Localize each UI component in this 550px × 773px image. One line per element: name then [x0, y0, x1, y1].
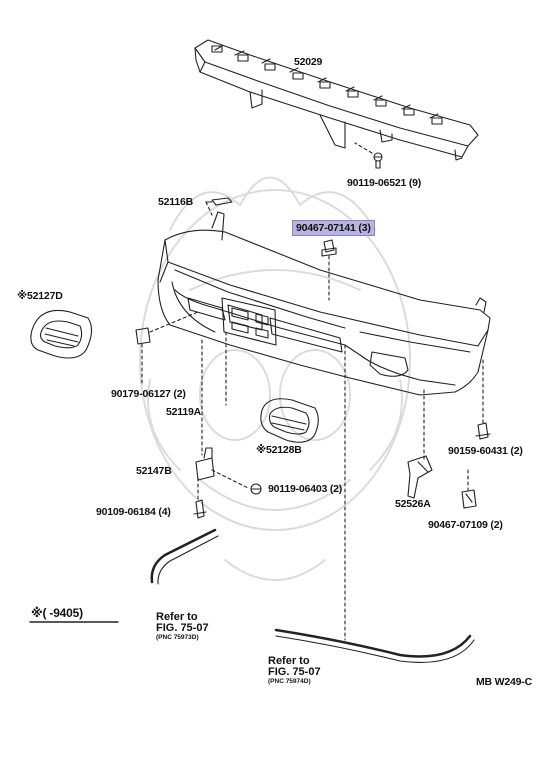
diagram-code: MB W249-C [476, 676, 532, 688]
reference-right-line1: Refer to [268, 655, 310, 667]
label-52127d: ※52127D [17, 290, 63, 302]
label-90467-07109: 90467-07109 (2) [428, 519, 503, 531]
bolt-90119-06521 [373, 152, 383, 169]
clip-90159-60431 [475, 422, 491, 440]
guide-lines [197, 331, 484, 641]
watermark-emblem [139, 176, 411, 581]
label-52029: 52029 [294, 56, 323, 68]
bumper-cover-52119a [157, 211, 491, 396]
bolt-90119-06403 [250, 483, 262, 495]
moulding-right-75974d [274, 628, 475, 663]
label-90179-06127: 90179-06127 (2) [111, 388, 186, 400]
label-52119a: 52119A [166, 406, 202, 418]
note-model-range: ※( -9405) [31, 606, 83, 620]
nut-90467-07141 [321, 239, 337, 301]
clip-52116b [205, 197, 233, 206]
reference-right-line3: (PNC 75974D) [268, 678, 311, 685]
reference-right-line2: FIG. 75-07 [268, 666, 321, 678]
reference-left-line3: (PNC 75973D) [156, 634, 199, 641]
label-52116b: 52116B [158, 196, 194, 208]
leader [149, 311, 199, 333]
leader [354, 142, 373, 154]
label-52147b: 52147B [136, 465, 172, 477]
reference-left-line2: FIG. 75-07 [156, 622, 209, 634]
label-52128b: ※52128B [256, 444, 302, 456]
label-90119-06403: 90119-06403 (2) [268, 483, 343, 495]
reference-left-line1: Refer to [156, 611, 198, 623]
reference-right: Refer to FIG. 75-07 (PNC 75974D) [268, 656, 321, 686]
grille-52127d [30, 309, 93, 359]
label-90109-06184: 90109-06184 (4) [96, 506, 171, 518]
grille-52128b [260, 398, 319, 443]
bracket-52526a [407, 455, 433, 499]
screw-90109-06184 [193, 499, 207, 519]
leader [205, 201, 213, 216]
bumper-reinforcement-52029 [194, 39, 479, 161]
label-90119-06521: 90119-06521 (9) [347, 177, 422, 189]
nut-90467-07109 [461, 489, 477, 509]
moulding-left-75973d [150, 528, 219, 585]
bracket-52147b [195, 447, 215, 481]
label-52526a: 52526A [395, 498, 431, 510]
label-90159-60431: 90159-60431 (2) [448, 445, 523, 457]
clip-90179-06127 [135, 327, 151, 386]
reference-left: Refer to FIG. 75-07 (PNC 75973D) [156, 612, 209, 642]
label-90467-07141-highlighted[interactable]: 90467-07141 (3) [292, 220, 375, 236]
